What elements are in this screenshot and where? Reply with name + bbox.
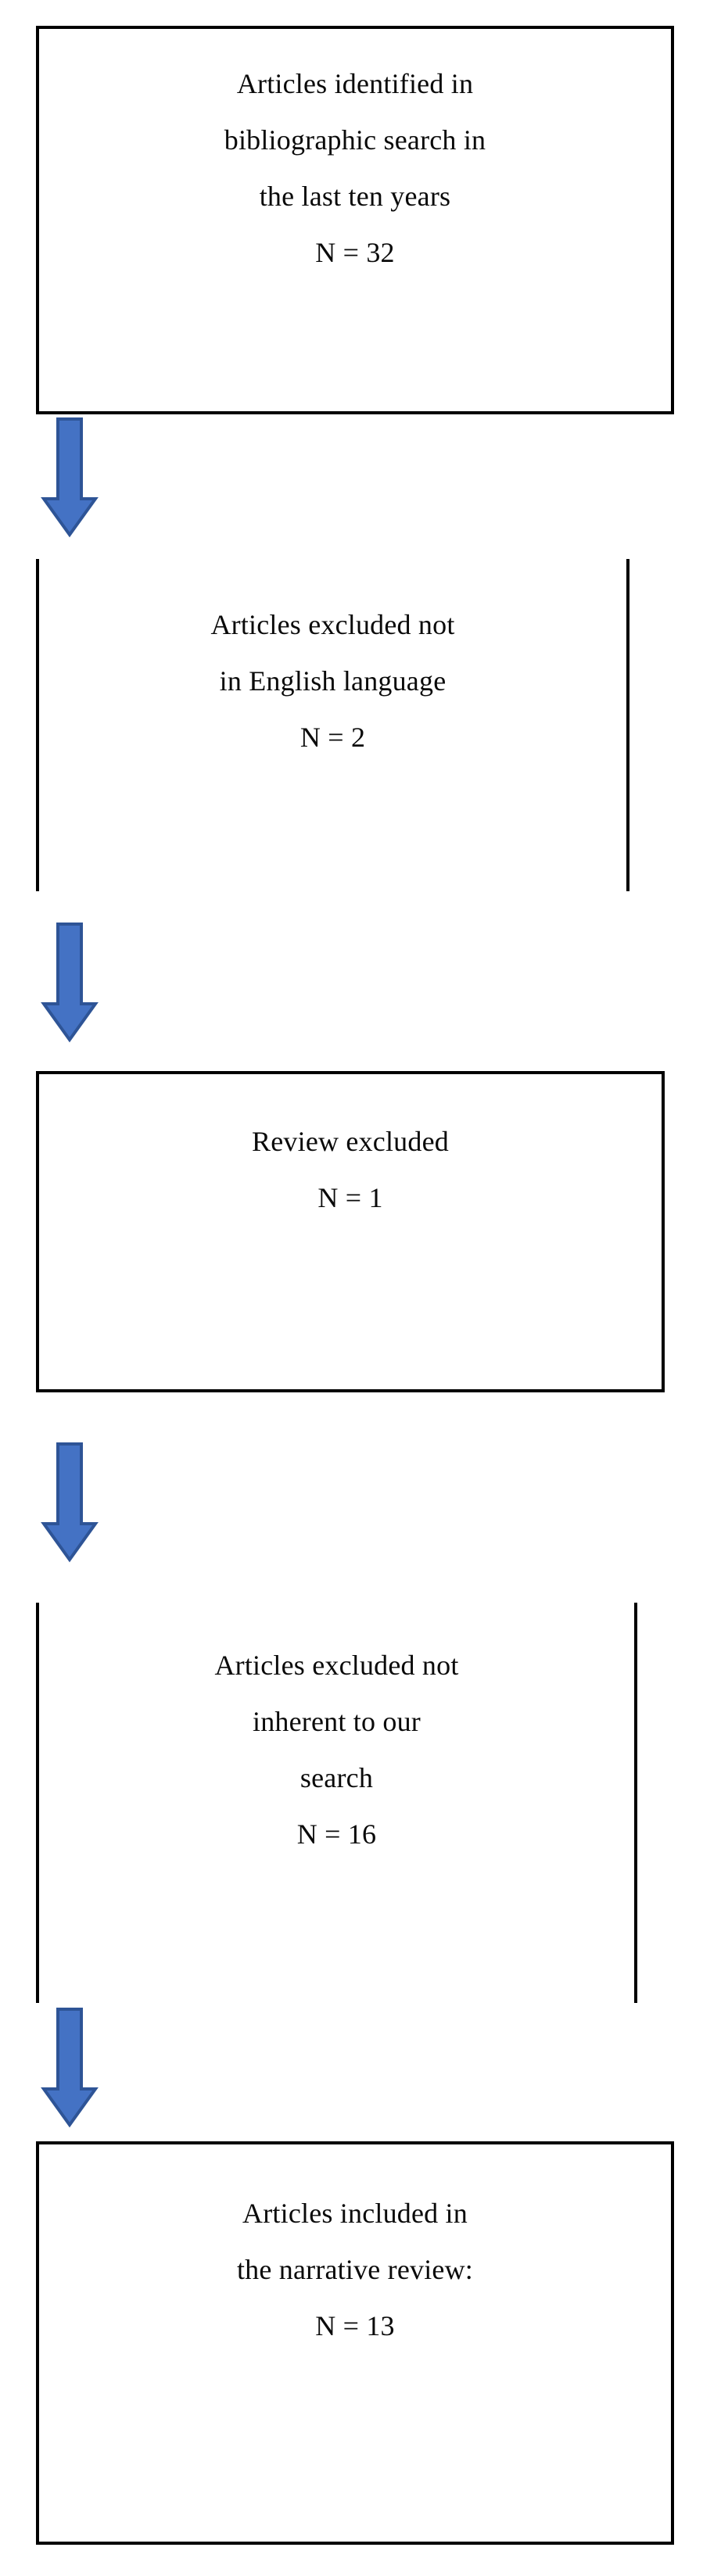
flow-box-included-text: Articles included in the narrative revie… [39,2185,671,2354]
flow-box-excluded-not-inherent-line-3: search [299,1762,374,1793]
flow-arrow-2-down-icon [41,923,99,1043]
flow-box-excluded-not-inherent-text: Articles excluded not inherent to our se… [39,1637,634,1862]
flow-box-excluded-not-inherent-line-2: inherent to our [253,1706,421,1737]
flow-box-excluded-not-inherent-line-1: Articles excluded not [214,1650,459,1681]
flow-box-identified-text: Articles identified in bibliographic sea… [39,56,671,281]
flow-box-excluded-not-inherent[interactable]: Articles excluded not inherent to our se… [36,1603,637,2003]
flow-box-identified-line-3: the last ten years [259,181,451,212]
flow-box-identified[interactable]: Articles identified in bibliographic sea… [36,26,674,414]
flow-arrow-1-down-icon [41,417,99,538]
flow-box-identified-count: N = 32 [315,237,395,268]
flow-box-included[interactable]: Articles included in the narrative revie… [36,2141,674,2545]
flow-box-excluded-review-line-1: Review excluded [252,1126,449,1157]
flow-box-excluded-language[interactable]: Articles excluded not in English languag… [36,559,629,891]
flow-box-excluded-not-inherent-count: N = 16 [296,1818,377,1850]
flow-arrow-3-down-icon [41,1442,99,1563]
flow-box-included-count: N = 13 [315,2310,395,2341]
flow-box-excluded-review[interactable]: Review excluded N = 1 [36,1071,665,1392]
flow-box-identified-line-1: Articles identified in [236,68,474,99]
flow-box-identified-line-2: bibliographic search in [224,124,486,156]
flow-box-excluded-language-line-1: Articles excluded not [210,609,455,640]
flow-box-excluded-review-count: N = 1 [317,1182,383,1213]
flow-box-excluded-language-text: Articles excluded not in English languag… [39,597,626,765]
flow-box-excluded-language-line-2: in English language [219,665,447,697]
flow-box-excluded-language-count: N = 2 [299,722,366,753]
flow-box-excluded-review-text: Review excluded N = 1 [39,1113,662,1226]
flow-arrow-4-down-icon [41,2008,99,2128]
flow-box-included-line-1: Articles included in [242,2198,468,2229]
flow-box-included-line-2: the narrative review: [236,2254,474,2285]
